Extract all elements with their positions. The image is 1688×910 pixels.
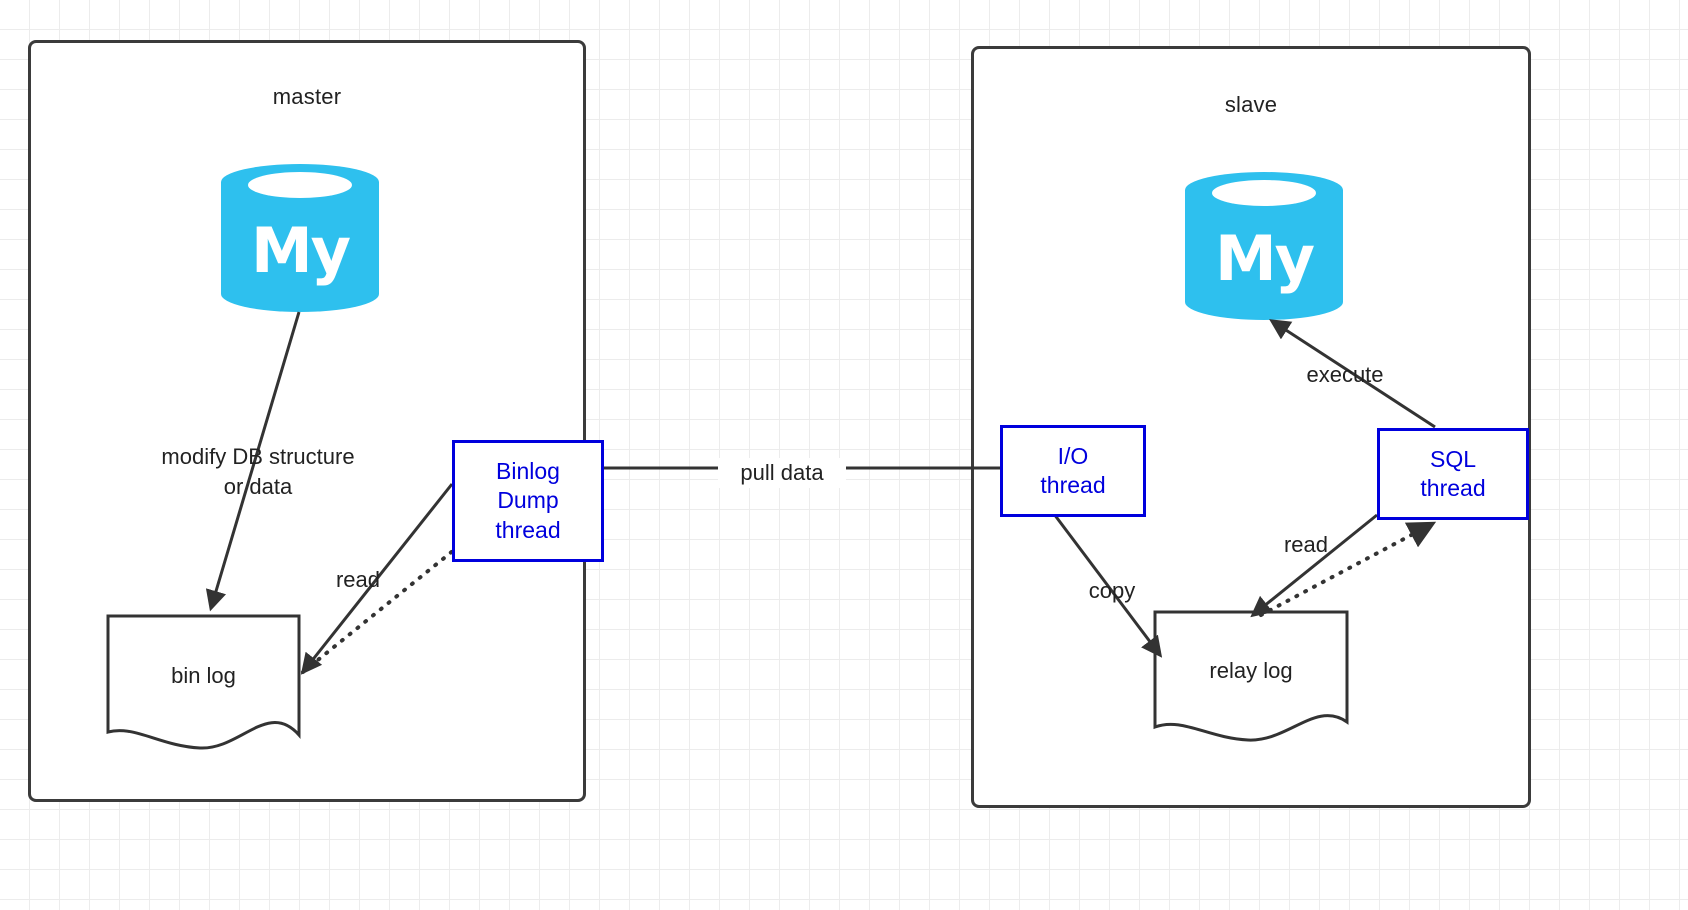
master-title: master [272,84,342,109]
arrow-copy [1052,513,1163,658]
cylinder-hole [1211,180,1317,206]
label-modify-db: modify DB structure or data [161,444,355,499]
binlog-dump-thread-box[interactable]: Binlog Dump thread [452,440,604,562]
arrow-modify-db [205,311,301,612]
label-execute: execute [1306,362,1384,387]
sql-thread-box[interactable]: SQL thread [1377,428,1529,520]
arrow-read-master-solid [300,483,454,675]
arrow-read-slave-solid [1250,513,1378,618]
label-read-master: read [335,567,381,592]
label-read-slave: read [1283,532,1329,557]
bin-log-label: bin log [171,663,236,688]
arrow-execute [1269,319,1436,429]
mysql-logo-slave: My [1185,172,1343,320]
cylinder-bottom [1185,284,1343,320]
cylinder-hole [247,172,353,198]
relay-log-label: relay log [1209,658,1293,683]
io-thread-box[interactable]: I/O thread [1000,425,1146,517]
mysql-logo-text: My [250,214,351,288]
mysql-logo-master: My [221,164,379,312]
label-pull-data: pull data [718,458,846,488]
cylinder-bottom [221,276,379,312]
arrow-read-master-dotted [301,522,489,674]
cylinder-body [1185,190,1343,302]
mysql-logo-text: My [1214,222,1315,296]
relay-log-document-shape[interactable] [1153,610,1349,742]
slave-title: slave [1224,92,1278,117]
bin-log-document-shape[interactable] [106,614,301,750]
arrow-read-slave-dotted [1259,521,1437,617]
cylinder-body [221,182,379,294]
label-copy: copy [1088,578,1136,603]
